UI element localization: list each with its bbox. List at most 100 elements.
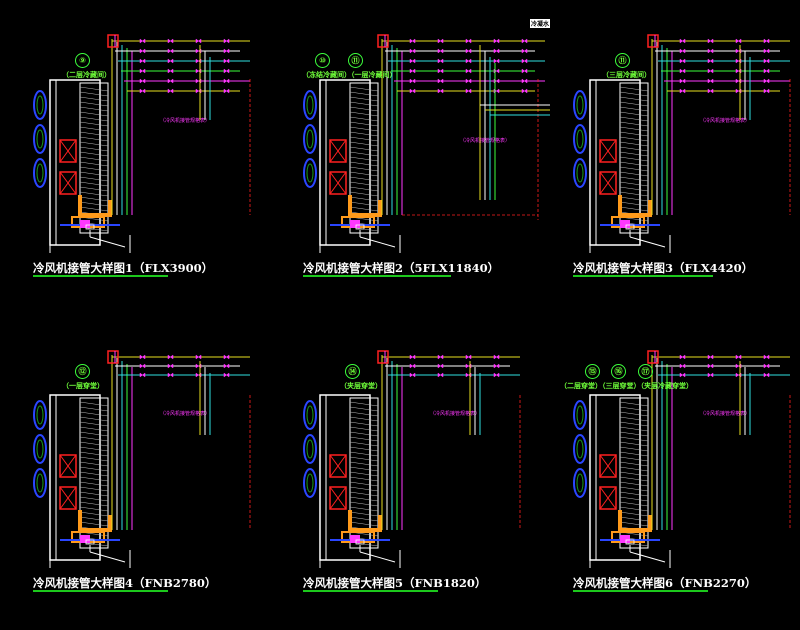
air-cooler-unit bbox=[573, 79, 671, 253]
riser-pipes bbox=[381, 355, 403, 530]
valve-icon bbox=[493, 372, 500, 378]
valve-icon bbox=[437, 68, 444, 74]
valve-icon bbox=[763, 88, 770, 94]
pipe-diagram bbox=[573, 350, 791, 568]
callout-number: ⑩ bbox=[315, 53, 330, 68]
fan-icon bbox=[576, 129, 584, 149]
valve-icon bbox=[735, 354, 742, 360]
fan-icon bbox=[573, 434, 587, 464]
fan-icon bbox=[306, 95, 314, 115]
fan-icon bbox=[306, 439, 314, 459]
callout-number: ⑯ bbox=[611, 364, 626, 379]
valve-icon bbox=[493, 363, 500, 369]
valve-icon bbox=[707, 58, 714, 64]
callout-number: ⑰ bbox=[638, 364, 653, 379]
callout-number: ⑮ bbox=[585, 364, 600, 379]
room-label: （三层冷藏间） bbox=[602, 71, 651, 79]
drawing-title: 冷风机接管大样图5（FNB1820） bbox=[303, 576, 487, 590]
fan-icon bbox=[306, 473, 314, 493]
pipe-diagram bbox=[303, 350, 521, 568]
drawing-title: 冷风机接管大样图3（FLX4420） bbox=[573, 261, 754, 275]
valve-icon bbox=[223, 58, 230, 64]
drop-pipes bbox=[402, 45, 550, 220]
title-underline bbox=[33, 275, 168, 277]
air-cooler-unit bbox=[33, 394, 131, 568]
fan-icon bbox=[576, 405, 584, 425]
valve-icon bbox=[195, 354, 202, 360]
fan-icon bbox=[573, 468, 587, 498]
fan-icon bbox=[573, 124, 587, 154]
valve-icon bbox=[409, 78, 416, 84]
valve-icon bbox=[223, 38, 230, 44]
valve-icon bbox=[465, 354, 472, 360]
valve-icon bbox=[409, 354, 416, 360]
valve-icon bbox=[167, 372, 174, 378]
fan-icon bbox=[573, 400, 587, 430]
spec-note: （冷风机接管规格表） bbox=[700, 118, 751, 124]
valve-icon bbox=[521, 58, 528, 64]
spec-note: （冷风机接管规格表） bbox=[160, 411, 211, 417]
fan-icon bbox=[303, 158, 317, 188]
air-cooler-unit bbox=[33, 79, 131, 253]
pipe-diagram bbox=[33, 34, 251, 253]
drop-pipes bbox=[469, 361, 521, 530]
valve-icon bbox=[409, 372, 416, 378]
spec-note: （冷风机接管规格表） bbox=[700, 411, 751, 417]
drop-pipes bbox=[739, 45, 791, 215]
valve-icon bbox=[437, 58, 444, 64]
valve-icon bbox=[139, 88, 146, 94]
title-underline bbox=[33, 590, 168, 592]
valve-icon bbox=[465, 38, 472, 44]
drawing-title: 冷风机接管大样图2（5FLX11840） bbox=[303, 261, 500, 275]
title-underline bbox=[303, 275, 451, 277]
title-underline bbox=[303, 590, 438, 592]
fan-icon bbox=[303, 400, 317, 430]
riser-pipes bbox=[111, 39, 133, 215]
valve-icon bbox=[707, 372, 714, 378]
fan-icon bbox=[576, 439, 584, 459]
valve-icon bbox=[707, 38, 714, 44]
valve-icon bbox=[409, 88, 416, 94]
valve-icon bbox=[465, 78, 472, 84]
fan-icon bbox=[306, 405, 314, 425]
riser-pipes bbox=[651, 39, 673, 215]
fan-icon bbox=[33, 468, 47, 498]
air-cooler-unit bbox=[573, 394, 671, 568]
valve-icon bbox=[679, 354, 686, 360]
drawing-title: 冷风机接管大样图4（FNB2780） bbox=[33, 576, 217, 590]
fan-icon bbox=[303, 434, 317, 464]
callout-number: ⑨ bbox=[75, 53, 90, 68]
valve-icon bbox=[679, 88, 686, 94]
riser-pipes bbox=[381, 39, 403, 215]
spec-note: （冷风机接管规格表） bbox=[160, 118, 211, 124]
valve-icon bbox=[707, 48, 714, 54]
valve-icon bbox=[409, 363, 416, 369]
fan-icon bbox=[33, 124, 47, 154]
detail-drawing-3: ⑪（三层冷藏间）（冷风机接管规格表）冷风机接管大样图3（FLX4420） bbox=[560, 25, 800, 315]
valve-icon bbox=[409, 38, 416, 44]
branch-pipes bbox=[377, 34, 545, 94]
drawing-title: 冷风机接管大样图6（FNB2270） bbox=[573, 576, 757, 590]
drop-pipes bbox=[739, 361, 791, 530]
valve-icon bbox=[195, 38, 202, 44]
fan-icon bbox=[33, 434, 47, 464]
valve-icon bbox=[409, 58, 416, 64]
pipe-diagram bbox=[303, 34, 550, 253]
title-underline bbox=[573, 590, 708, 592]
valve-icon bbox=[139, 363, 146, 369]
riser-pipes bbox=[651, 355, 673, 530]
valve-icon bbox=[763, 78, 770, 84]
valve-icon bbox=[679, 68, 686, 74]
fan-icon bbox=[576, 473, 584, 493]
valve-icon bbox=[409, 68, 416, 74]
valve-icon bbox=[763, 372, 770, 378]
valve-icon bbox=[679, 38, 686, 44]
valve-icon bbox=[679, 58, 686, 64]
valve-icon bbox=[763, 68, 770, 74]
valve-icon bbox=[167, 58, 174, 64]
fan-icon bbox=[33, 90, 47, 120]
valve-icon bbox=[139, 68, 146, 74]
valve-icon bbox=[167, 78, 174, 84]
valve-icon bbox=[707, 363, 714, 369]
fan-icon bbox=[573, 158, 587, 188]
